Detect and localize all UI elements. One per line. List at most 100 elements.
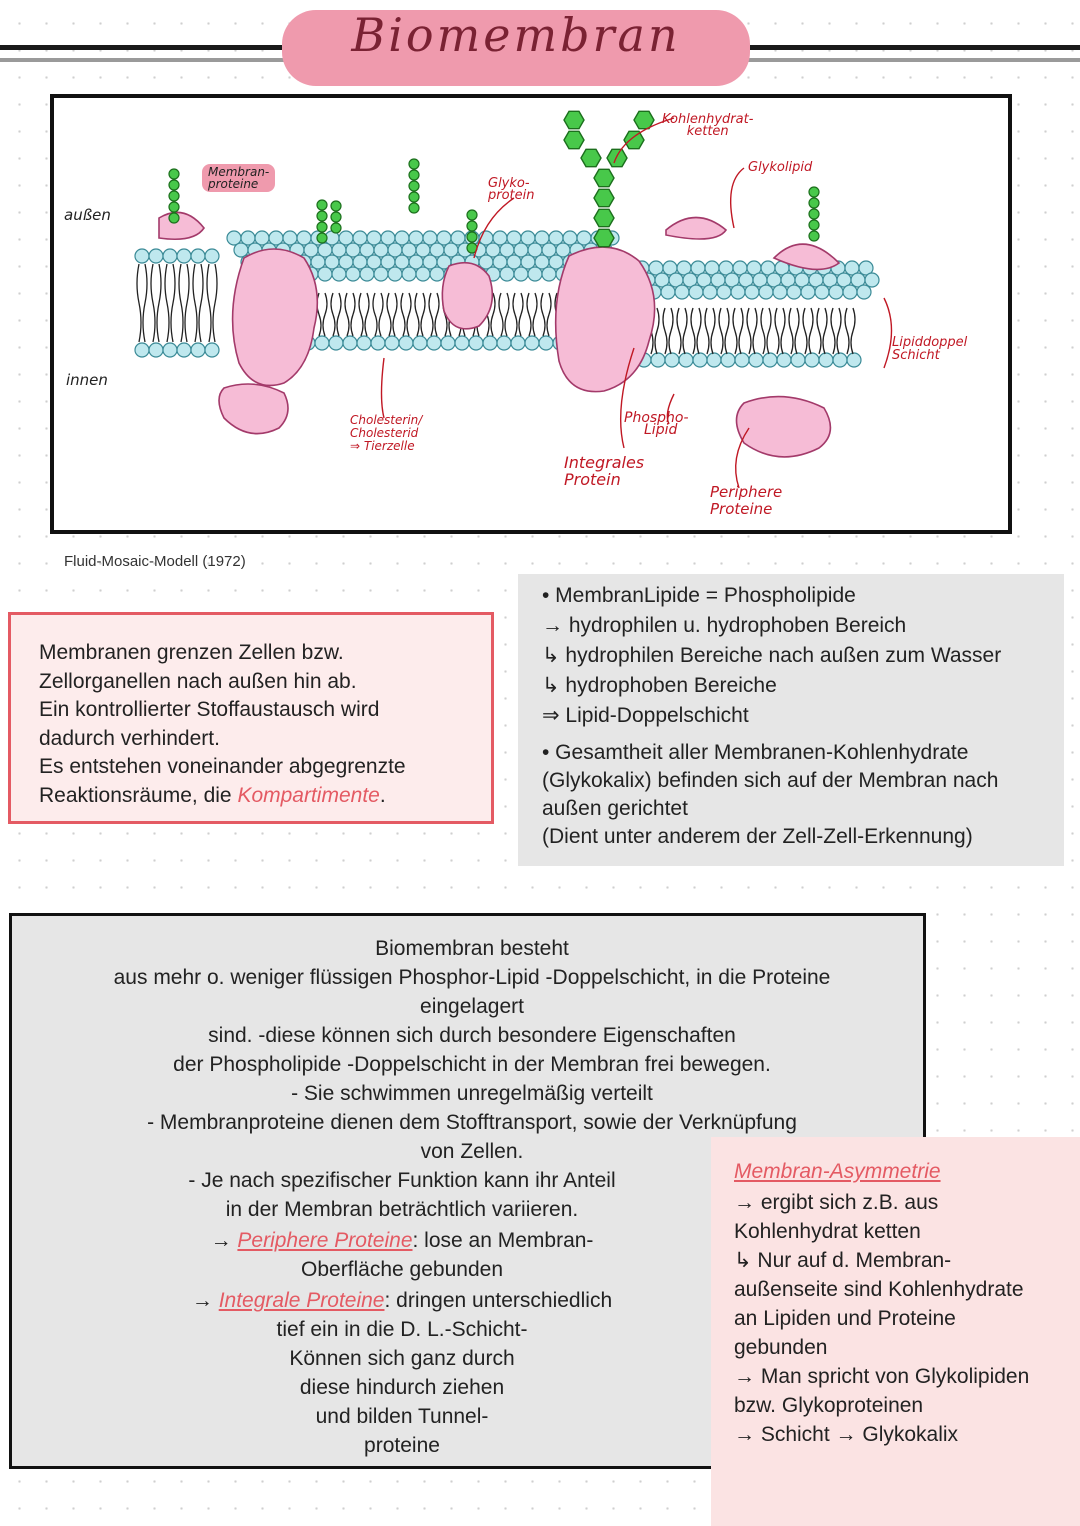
carbohydrate-chain (330, 222, 342, 234)
protein-blob (231, 248, 319, 387)
lipid-head (814, 284, 830, 300)
carbohydrate-chain (808, 208, 820, 220)
lipid-head (758, 284, 774, 300)
carbohydrate-chain (408, 169, 420, 181)
lipid-head (688, 284, 704, 300)
lipid-tail (676, 307, 688, 355)
lipid-tail (760, 307, 772, 355)
lipid-head (842, 284, 858, 300)
carbohydrate-chain (466, 220, 478, 232)
lipid-tail (774, 307, 786, 355)
carbohydrate-chain (316, 232, 328, 244)
label-integrales-protein: Integrales Protein (564, 453, 645, 489)
lipid-notes-box: • MembranLipide = Phospholipide → hydrop… (518, 574, 1064, 866)
lipid-head (664, 352, 680, 368)
lipid-head (359, 266, 375, 282)
lipid-head (468, 335, 484, 351)
lipid-head (786, 284, 802, 300)
title-highlight (282, 10, 750, 86)
heading-membran-asymmetrie: Membran-Asymmetrie (734, 1160, 941, 1183)
lipid-head (148, 342, 164, 358)
lipid-head (426, 335, 442, 351)
pointer-line (380, 357, 385, 419)
membrane-illustration (134, 110, 893, 489)
carbohydrate-chain (168, 190, 180, 202)
lipid-tail (512, 292, 524, 337)
lipid-head (748, 352, 764, 368)
lipid-head (702, 284, 718, 300)
carbohydrate-chain (466, 209, 478, 221)
lipid-head (832, 352, 848, 368)
lipid-head (328, 335, 344, 351)
protein-blob (554, 246, 656, 393)
lipid-head (706, 352, 722, 368)
label-glykoprotein: Glyko- protein (488, 176, 535, 203)
lipid-head (524, 335, 540, 351)
carbohydrate-chain (408, 158, 420, 170)
carbohydrate-chain (408, 180, 420, 192)
carbohydrate-chain (808, 197, 820, 209)
lipid-head (190, 248, 206, 264)
lipid-head (716, 284, 732, 300)
lipid-head (373, 266, 389, 282)
lipid-head (650, 352, 666, 368)
hexagon-sugar (580, 148, 602, 168)
protein-blob (665, 216, 728, 240)
carbohydrate-chain (408, 202, 420, 214)
lipid-head (204, 248, 220, 264)
lipid-head (527, 266, 543, 282)
lipid-head (804, 352, 820, 368)
lipid-head (772, 284, 788, 300)
membrane-diagram: außen innen Membran- proteine Glyko- pro… (50, 94, 1012, 534)
keyword-kompartimente: Kompartimente (237, 783, 380, 807)
lipid-head (345, 266, 361, 282)
lipid-tail (428, 292, 440, 337)
protein-blob (158, 211, 205, 241)
lipid-tail (526, 292, 538, 337)
pointer-line (729, 167, 745, 229)
lipid-tail (400, 292, 412, 337)
lipid-tail (150, 263, 162, 343)
carbohydrate-chain (808, 230, 820, 242)
hexagon-sugar (633, 110, 655, 130)
lipid-head (734, 352, 750, 368)
lipid-tail (690, 307, 702, 355)
lipid-tail (718, 307, 730, 355)
carbohydrate-chain (168, 179, 180, 191)
protein-blob (772, 243, 841, 271)
membran-asymmetrie-box: Membran-Asymmetrie → ergibt sich z.B. au… (711, 1137, 1080, 1526)
hexagon-sugar (593, 168, 615, 188)
lipid-tail (498, 292, 510, 337)
lipid-head (790, 352, 806, 368)
carbohydrate-chain (316, 221, 328, 233)
lipid-head (204, 342, 220, 358)
lipid-head (538, 335, 554, 351)
lipid-head (864, 272, 880, 288)
pointer-line (473, 197, 515, 259)
lipid-head (162, 248, 178, 264)
carbohydrate-chain (168, 212, 180, 224)
lipid-tail (816, 307, 828, 355)
lipid-head (370, 335, 386, 351)
lipid-tail (358, 292, 370, 337)
lipid-head (176, 342, 192, 358)
carbohydrate-chain (316, 199, 328, 211)
lipid-head (800, 284, 816, 300)
lipid-tail (192, 263, 204, 343)
lipid-head (134, 248, 150, 264)
label-periphere-proteine: Periphere Proteine (710, 483, 783, 518)
lipid-tail (732, 307, 744, 355)
lipid-head (858, 260, 874, 276)
term-periphere-proteine: Periphere Proteine (237, 1229, 413, 1252)
lipid-tail (178, 263, 190, 343)
lipid-head (387, 266, 403, 282)
lipid-head (482, 335, 498, 351)
carbohydrate-chain (466, 231, 478, 243)
lipid-head (454, 335, 470, 351)
lipid-tail (662, 307, 674, 355)
label-cholesterin: Cholesterin/ Cholesterid ⇒ Tierzelle (350, 413, 423, 453)
carbohydrate-chain (808, 219, 820, 231)
lipid-tail (746, 307, 758, 355)
protein-blob (441, 261, 494, 330)
lipid-head (541, 266, 557, 282)
